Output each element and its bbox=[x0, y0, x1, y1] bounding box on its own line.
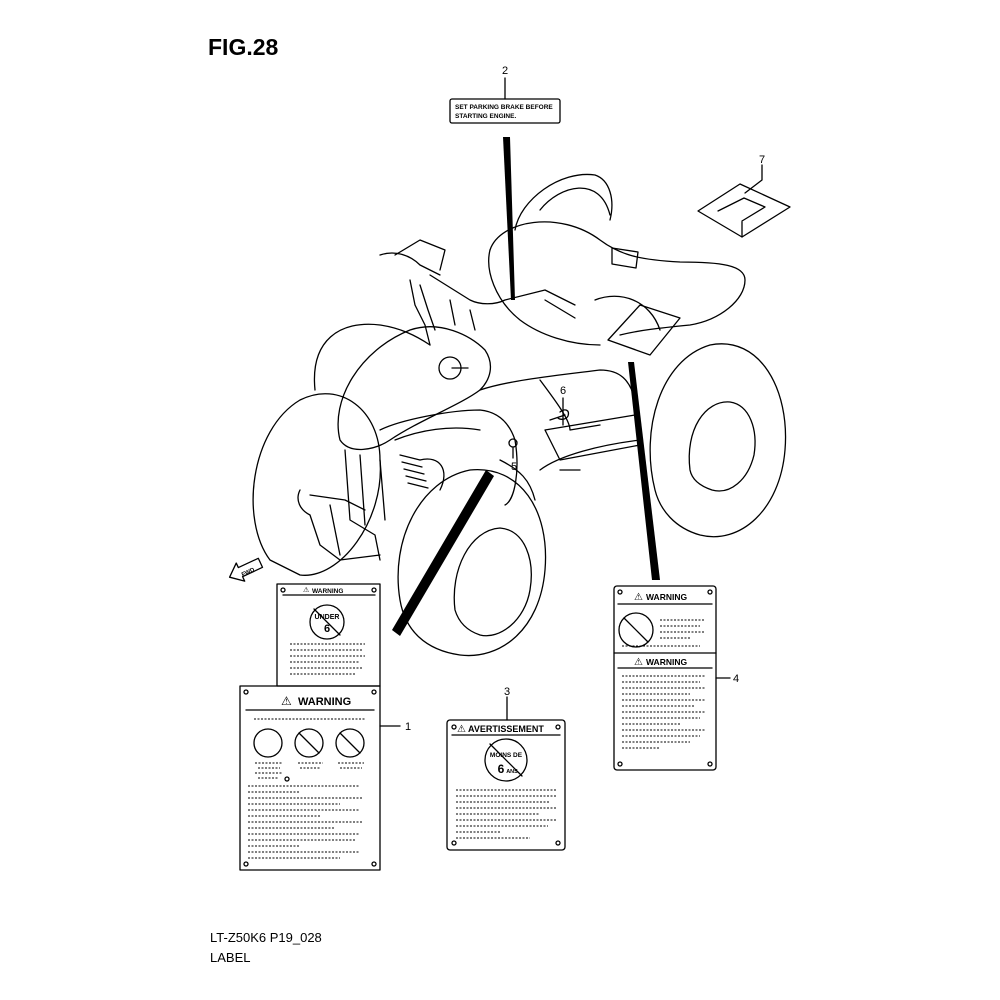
label-3-avertissement bbox=[446, 719, 566, 851]
figure-caption: LABEL bbox=[210, 950, 251, 965]
label-1-upper-warning: WARNING bbox=[312, 588, 343, 595]
pointer-4 bbox=[628, 362, 660, 580]
label-1-warning bbox=[239, 583, 381, 871]
pointer-1 bbox=[392, 470, 494, 636]
callout-1: 1 bbox=[405, 721, 411, 733]
label-4-warning bbox=[613, 585, 717, 771]
warning-triangle-icon: ⚠ bbox=[303, 586, 309, 594]
fwd-arrow bbox=[228, 557, 264, 582]
moins6-num: 6 bbox=[498, 762, 505, 776]
parking-brake-line1: SET PARKING BRAKE BEFORE bbox=[455, 104, 553, 111]
moins6-top: MOINS DE bbox=[490, 752, 523, 759]
callout-7: 7 bbox=[759, 154, 765, 166]
pointer-2 bbox=[503, 137, 515, 300]
atv-illustration bbox=[252, 173, 787, 657]
label-text-lines bbox=[248, 619, 705, 859]
figure-code: LT-Z50K6 P19_028 bbox=[210, 930, 322, 945]
callout-6: 6 bbox=[560, 385, 566, 397]
moins6-unit: ANS bbox=[506, 769, 518, 775]
warning-triangle-icon: ⚠ bbox=[634, 657, 643, 668]
parking-brake-line2: STARTING ENGINE. bbox=[455, 113, 516, 120]
label-3-avertissement-title: AVERTISSEMENT bbox=[468, 724, 544, 734]
label-parking-brake bbox=[449, 98, 561, 124]
callout-4: 4 bbox=[733, 673, 739, 685]
callout-3: 3 bbox=[504, 686, 510, 698]
warning-triangle-icon: ⚠ bbox=[634, 592, 643, 603]
label-1-lower-warning: WARNING bbox=[298, 696, 351, 708]
callout-2: 2 bbox=[502, 65, 508, 77]
label-7-card bbox=[697, 183, 791, 238]
under6-num: 6 bbox=[324, 623, 330, 635]
leader-7 bbox=[744, 164, 763, 194]
warning-triangle-icon: ⚠ bbox=[457, 724, 466, 735]
label-4-lower-warning: WARNING bbox=[646, 657, 687, 667]
figure-title: FIG.28 bbox=[208, 34, 279, 60]
callout-5: 5 bbox=[511, 461, 517, 473]
label-4-upper-warning: WARNING bbox=[646, 592, 687, 602]
warning-triangle-icon: ⚠ bbox=[281, 694, 292, 708]
under6-top: UNDER bbox=[315, 614, 340, 621]
fwd-text: FWD bbox=[241, 567, 257, 578]
